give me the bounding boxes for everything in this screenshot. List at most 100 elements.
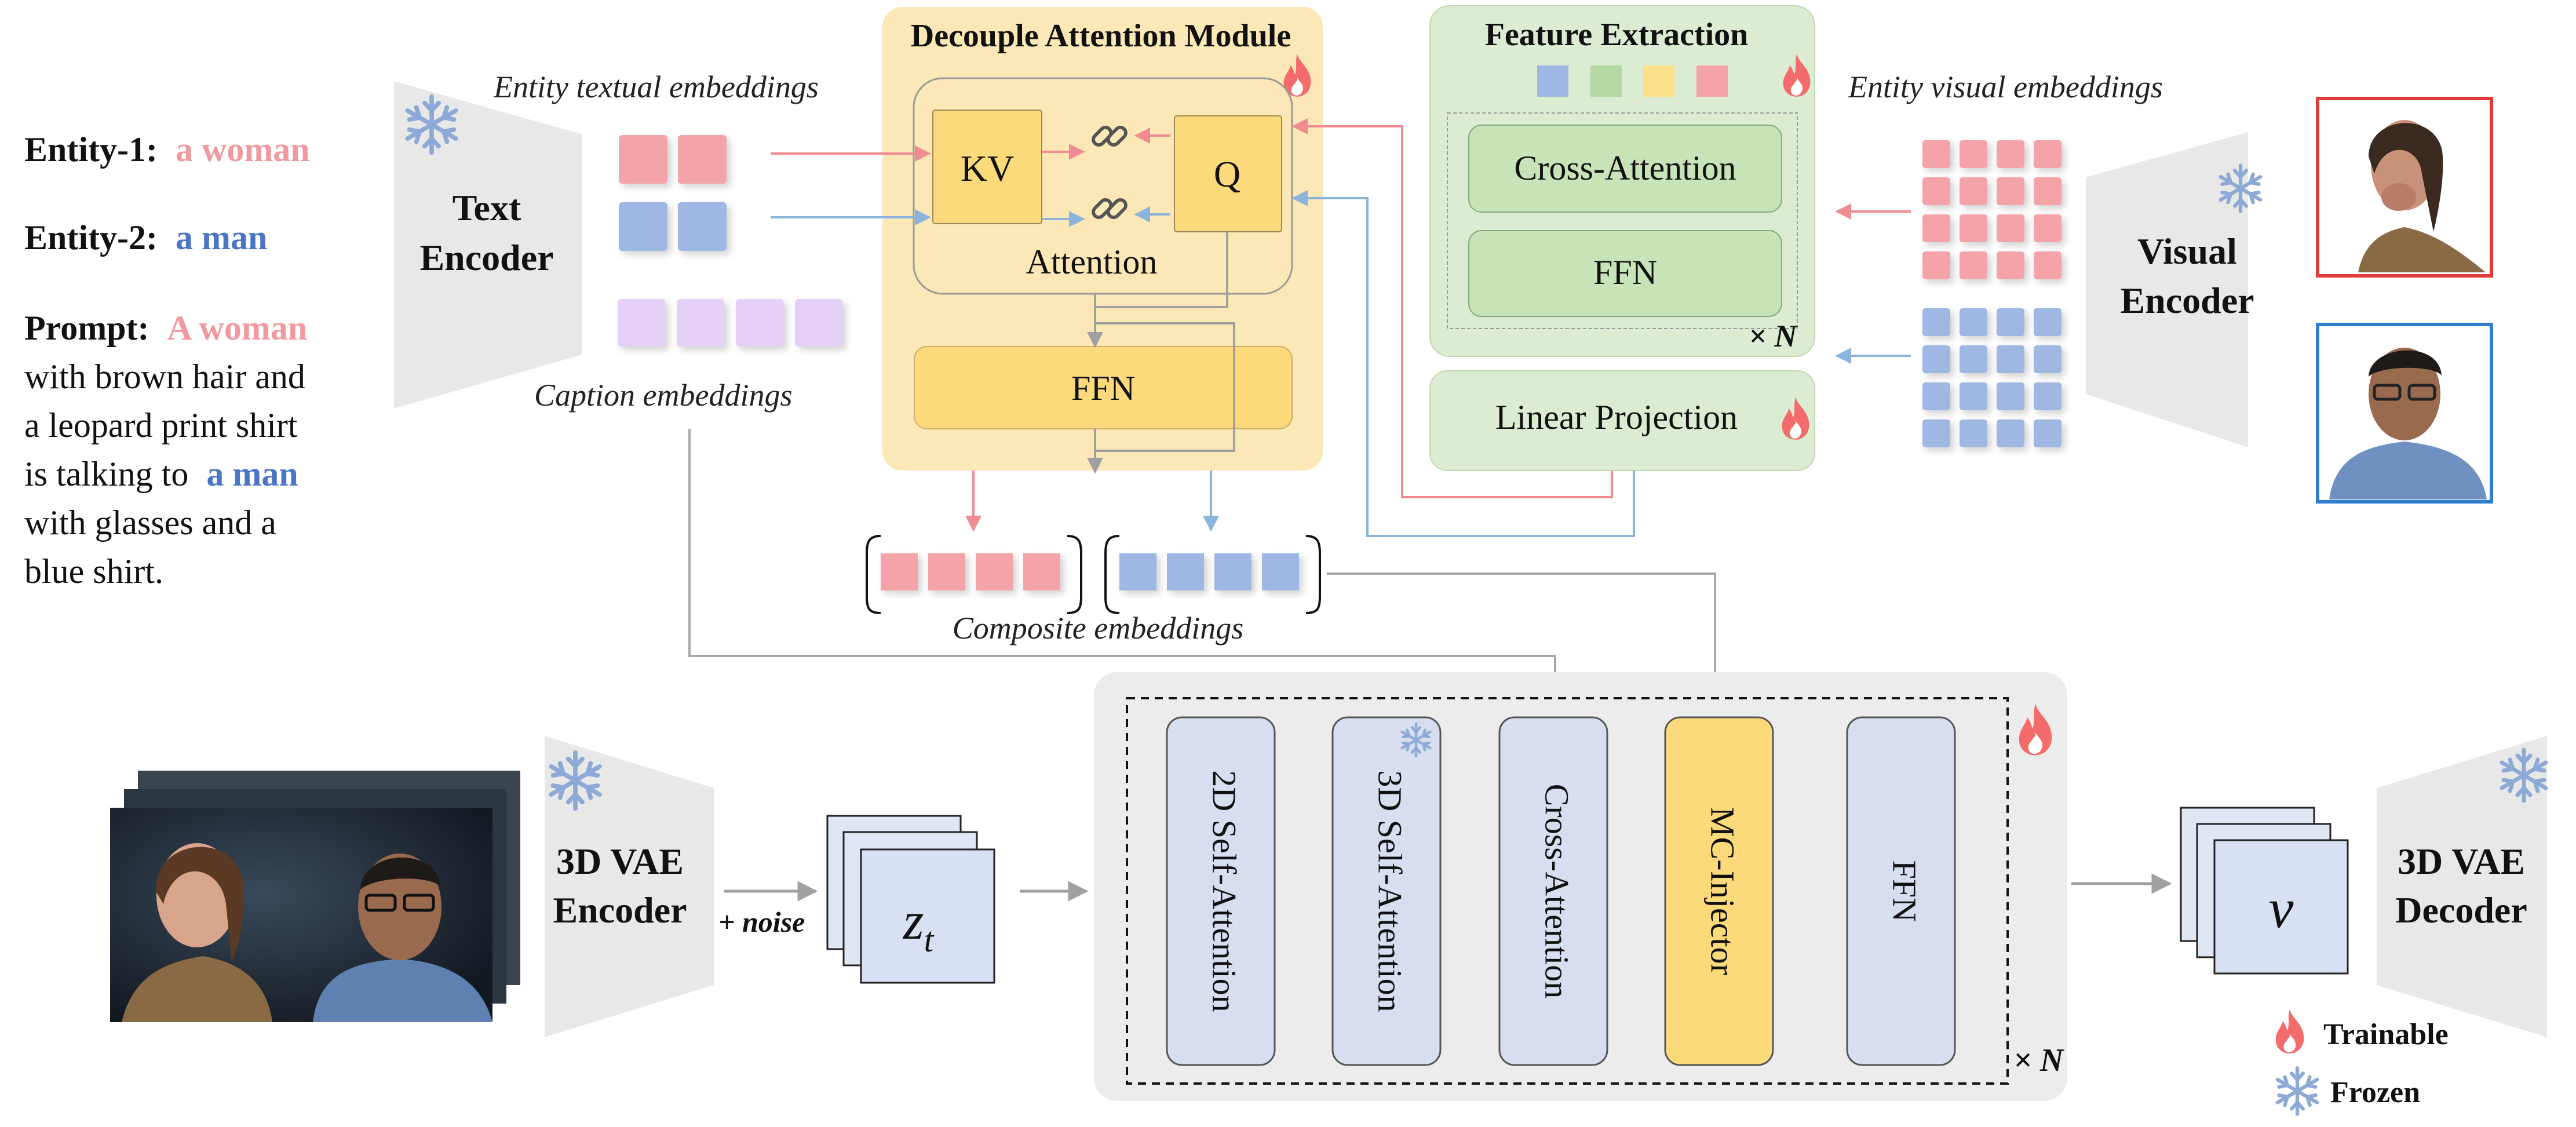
vae-decoder-line1: 3D VAE xyxy=(2398,841,2525,882)
noise-label: + noise xyxy=(718,906,805,938)
vae-decoder: 3D VAE Decoder xyxy=(2377,736,2547,1037)
man-face xyxy=(2369,348,2440,440)
kv-box xyxy=(932,110,1042,224)
entity2-row: Entity-2: a man xyxy=(24,218,267,257)
visual-embedding-token xyxy=(1922,177,1950,205)
visual-embeddings-blue xyxy=(1922,308,2061,447)
entity1-row: Entity-1: a woman xyxy=(24,130,310,169)
text-encoder: Text Encoder xyxy=(394,81,582,409)
prompt-line-2: with brown hair and xyxy=(24,358,305,396)
prompt-line-3: a leopard print shirt xyxy=(24,406,298,444)
caption-token xyxy=(677,299,724,347)
visual-embedding-token xyxy=(2034,140,2061,168)
composite-token xyxy=(1214,553,1251,590)
linear-projection: Linear Projection xyxy=(1429,370,1815,471)
caption-token xyxy=(795,299,842,347)
latent-stack: zt xyxy=(826,815,995,984)
latent-subscript: t xyxy=(924,921,935,959)
video-man-glasses-right xyxy=(403,893,435,912)
decouple-to-composite-arrows xyxy=(965,471,1219,532)
query-token xyxy=(1537,65,1568,97)
visual-embedding-token xyxy=(1922,420,1950,447)
latent-symbol: z xyxy=(902,891,924,950)
video-man-shirt xyxy=(313,959,492,1022)
attention-label: Attention xyxy=(1026,243,1158,281)
composite-embeddings: Composite embeddings xyxy=(866,535,1321,645)
prompt-line-1: Prompt: A woman xyxy=(24,309,307,347)
visual-flow-lines xyxy=(1291,118,1911,537)
vae-encoder: 3D VAE Encoder xyxy=(545,736,714,1037)
output-frame xyxy=(2213,839,2349,975)
embedding-token xyxy=(619,202,667,251)
visual-encoder-line1: Visual xyxy=(2137,231,2237,272)
dit-block-frame xyxy=(1126,697,2009,1085)
kv-label: KV xyxy=(961,148,1014,189)
visual-encoder-shape xyxy=(2086,132,2248,447)
prompt-entity-woman: A woman xyxy=(167,309,308,347)
prompt-panel: Entity-1: a woman Entity-2: a man Prompt… xyxy=(24,130,310,590)
visual-embedding-token xyxy=(2034,214,2061,242)
visual-embedding-token xyxy=(1922,140,1950,168)
visual-embedding-token xyxy=(1960,177,1987,205)
feature-extraction-title: Feature Extraction xyxy=(1485,17,1749,53)
latent-frame xyxy=(860,848,995,984)
vae-encoder-line2: Encoder xyxy=(553,889,687,931)
ffn-block xyxy=(1846,716,1956,1066)
latent-label: zt xyxy=(902,891,935,959)
prompt-line-4-pre: is talking to xyxy=(24,455,188,493)
composite-embeddings-label: Composite embeddings xyxy=(953,611,1243,645)
entity-textual-embeddings-label: Entity textual embeddings xyxy=(493,70,819,104)
query-token xyxy=(1696,65,1728,97)
attention-internal-arrows xyxy=(1042,127,1235,474)
decouple-attention-module: Decouple Attention Module KV Q Attention… xyxy=(882,7,1323,471)
prompt-line-5: with glasses and a xyxy=(24,504,276,542)
visual-embedding-token xyxy=(2034,382,2061,410)
composite-token xyxy=(1167,553,1204,590)
visual-embedding-token xyxy=(1997,345,2024,373)
visual-embedding-token xyxy=(1960,345,1987,373)
fe-ffn-box xyxy=(1468,230,1782,317)
reference-image-man xyxy=(2316,323,2493,504)
visual-embedding-token xyxy=(1997,420,2024,447)
entity2-label: Entity-2: xyxy=(24,218,158,257)
bracket-right xyxy=(1067,535,1082,614)
composite-token xyxy=(1262,553,1299,590)
visual-embedding-token xyxy=(1922,308,1950,336)
visual-embedding-token xyxy=(1960,308,1987,336)
text-encoder-shape xyxy=(394,81,582,409)
video-man-glasses-left xyxy=(364,893,397,912)
mc-injector-block-label: MC-Injector xyxy=(1704,807,1742,975)
visual-embedding-token xyxy=(1997,140,2024,168)
entity-textual-embeddings xyxy=(619,135,727,251)
man-glasses-right xyxy=(2407,384,2436,401)
prompt-label: Prompt: xyxy=(24,309,149,347)
visual-embedding-token xyxy=(1997,308,2024,336)
cross-attention-box xyxy=(1468,125,1782,213)
visual-embedding-token xyxy=(1922,214,1950,242)
query-tokens xyxy=(1537,65,1728,97)
bracket-left xyxy=(1104,535,1120,614)
visual-embedding-token xyxy=(1960,382,1987,410)
entity1-value: a woman xyxy=(176,130,310,169)
text-encoder-line2: Encoder xyxy=(419,237,553,278)
caption-token xyxy=(736,299,783,347)
cross-attention-block xyxy=(1498,716,1608,1066)
video-woman-shirt xyxy=(122,956,272,1022)
visual-encoder: Visual Encoder xyxy=(2086,132,2260,447)
prompt-entity-man: a man xyxy=(206,455,298,493)
man-hair xyxy=(2369,350,2442,377)
snowflake-icon xyxy=(2278,1068,2317,1114)
composite-token xyxy=(976,553,1013,590)
entity1-label: Entity-1: xyxy=(24,130,158,169)
embedding-to-kv-arrows xyxy=(771,145,931,225)
video-woman-hair xyxy=(156,847,244,962)
visual-embedding-token xyxy=(1960,251,1987,279)
decouple-title: Decouple Attention Module xyxy=(911,18,1291,54)
woman-hair xyxy=(2369,123,2443,232)
visual-embedding-token xyxy=(1997,251,2024,279)
fe-ffn-label: FFN xyxy=(1593,253,1657,291)
composite-token xyxy=(1023,553,1060,590)
visual-embedding-token xyxy=(2034,420,2061,447)
